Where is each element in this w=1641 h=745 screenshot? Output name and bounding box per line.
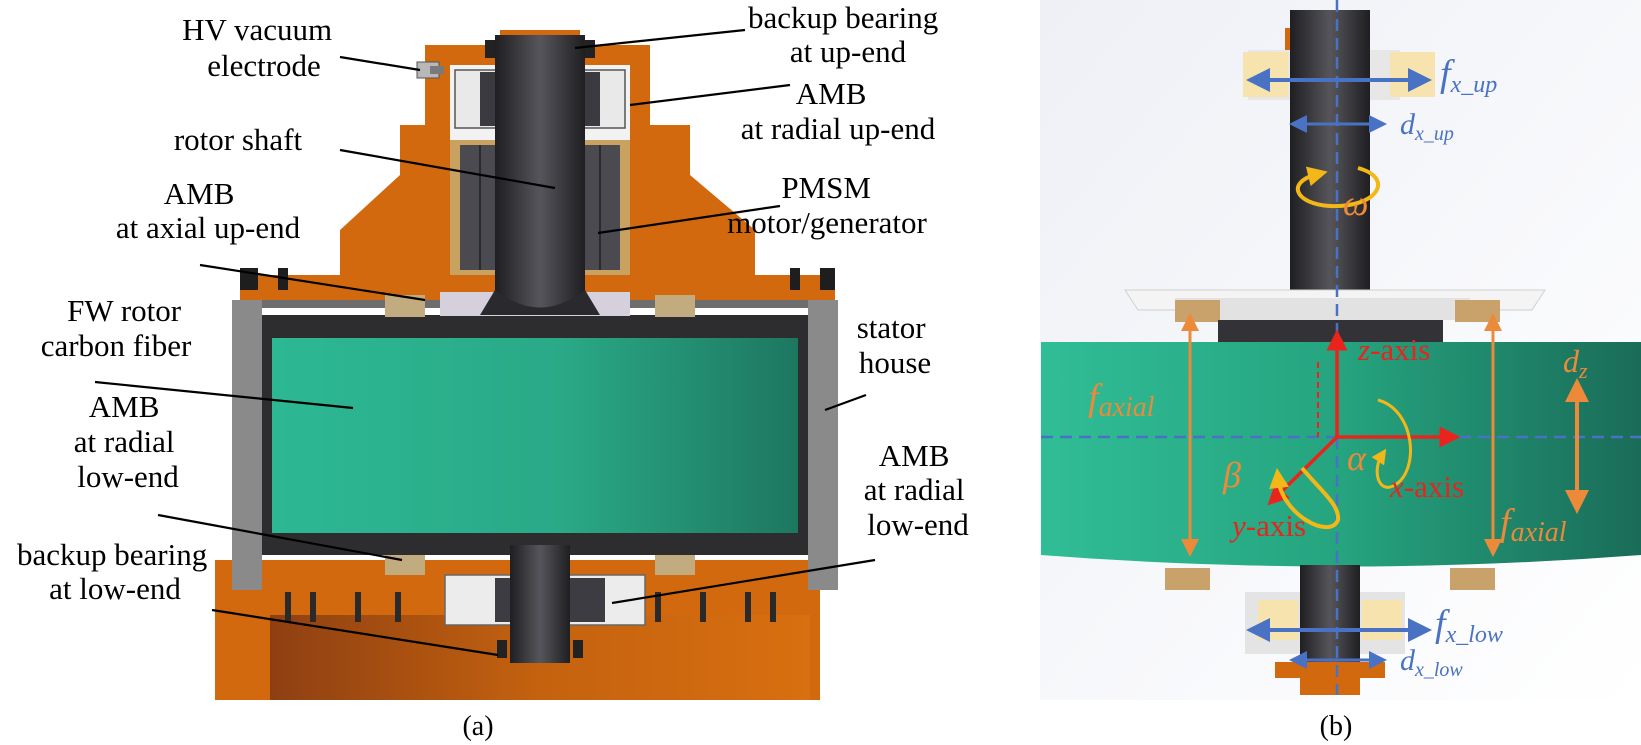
stator-house-right (808, 300, 838, 590)
axial-pad-left (1175, 300, 1220, 322)
label-amb-radial-low-right: AMB at radial low-end (864, 438, 972, 542)
caption-a: (a) (462, 711, 493, 742)
shaft-b (1290, 10, 1370, 310)
axial-pad-right (1455, 300, 1500, 322)
base-bolts (285, 592, 776, 622)
label-amb-radial-up: AMB at radial up-end (741, 76, 936, 146)
leader-backup-up (574, 28, 746, 50)
amb-up-pad-left (1243, 52, 1288, 97)
rotor-shaft-low (510, 545, 570, 663)
label-z-axis: z-axis (1357, 332, 1430, 367)
panel-b: fx_up dx_up ω z-axis x-axis y-axis faxia… (1040, 0, 1641, 742)
axial-amb-up (385, 295, 695, 317)
label-x-axis: x-axis (1389, 469, 1464, 504)
leader-amb-low-right (611, 558, 876, 605)
stator-house-left (232, 300, 262, 590)
label-omega: ω (1343, 183, 1368, 223)
label-dz: dz (1563, 343, 1588, 383)
leader-fw-rotor (94, 380, 354, 410)
radial-amb-low-magnets (385, 555, 695, 575)
label-dx-low: dx_low (1400, 644, 1463, 681)
label-amb-axial-up: AMB at axial up-end (116, 176, 301, 245)
label-amb-radial-low-left: AMB at radial low-end (74, 389, 182, 494)
leader-stator (824, 393, 867, 412)
leader-rotor-shaft (339, 148, 556, 190)
label-f-axial-left: faxial (1088, 377, 1155, 423)
caption-b: (b) (1320, 711, 1353, 742)
leader-backup-low (211, 608, 499, 657)
label-backup-bearing-up: backup bearing at up-end (748, 0, 946, 69)
shaft-flare (480, 290, 600, 315)
beta-rotation-arrow (1269, 466, 1341, 529)
label-beta: β (1222, 455, 1241, 495)
fw-rotor (272, 338, 798, 533)
amb-low-magnet-right (1450, 568, 1495, 590)
label-rotor-shaft: rotor shaft (174, 122, 303, 157)
label-alpha: α (1347, 438, 1367, 478)
label-fw-rotor: FW rotor carbon fiber (41, 293, 192, 363)
label-pmsm: PMSM motor/generator (727, 170, 927, 240)
label-hv-electrode: HV vacuum electrode (182, 12, 340, 83)
label-dx-up: dx_up (1400, 108, 1454, 145)
alpha-rotation-arrow (1371, 398, 1412, 489)
amb-low-pad-left (1258, 600, 1298, 640)
leader-amb-radial-up (629, 83, 791, 107)
leader-pmsm (597, 204, 781, 235)
leader-hv (339, 55, 421, 72)
amb-low-magnet-left (1165, 568, 1210, 590)
bottom-cap (1275, 662, 1385, 695)
rotor-shaft (495, 35, 585, 315)
amb-low-pad-right (1362, 600, 1402, 640)
omega-rotation-arrow (1295, 166, 1381, 209)
label-stator-house: stator house (857, 310, 934, 380)
backup-bearing-low (497, 640, 583, 658)
backup-bearing-up (485, 40, 595, 58)
leader-amb-low-left (157, 513, 403, 562)
amb-up-pad-right (1390, 52, 1435, 97)
label-backup-bearing-low: backup bearing at low-end (17, 537, 215, 606)
leader-axial-up (199, 263, 426, 302)
label-y-axis: y-axis (1229, 508, 1306, 543)
panel-a: HV vacuum electrode backup bearing at up… (17, 0, 972, 742)
